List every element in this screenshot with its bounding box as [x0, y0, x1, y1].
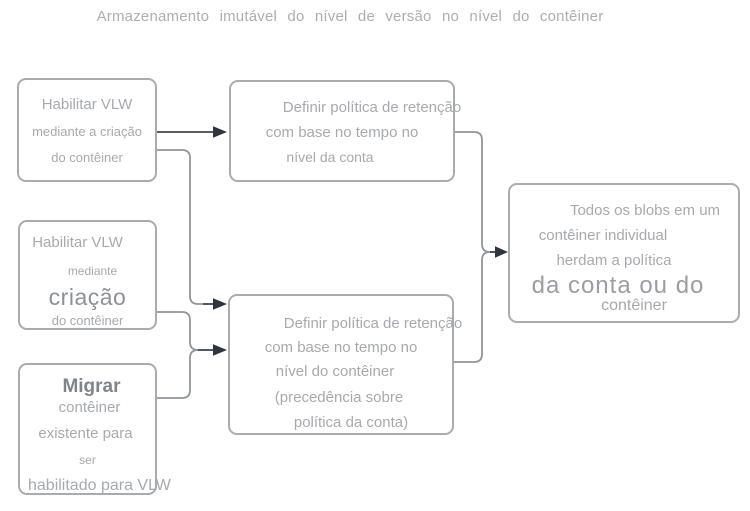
- box-line: criação: [48, 284, 127, 310]
- box-line: Habilitar VLW: [32, 234, 123, 251]
- box-container-level-retention-policy: Definir política de retenção com base no…: [228, 294, 462, 435]
- box-line: do contêiner: [51, 313, 124, 328]
- box-line: mediante a criação: [32, 124, 142, 139]
- connector-c-to-container-policy: [157, 349, 199, 399]
- box-line: existente para: [38, 425, 133, 442]
- box-line: nível da conta: [286, 149, 374, 165]
- box-line: do contêiner: [51, 150, 123, 165]
- box-line: Migrar: [62, 376, 121, 397]
- box-line: da conta ou do: [531, 272, 705, 299]
- box-line: (precedência sobre: [274, 389, 404, 406]
- box-migrate-existing-container: Migrar contêiner existente para ser habi…: [18, 363, 171, 495]
- box-line: contêiner: [601, 297, 667, 314]
- box-line: Todos os blobs em um: [569, 202, 721, 219]
- arrowhead-inherit: [495, 246, 508, 258]
- diagram-title: Armazenamento imutável do nível de versã…: [96, 8, 604, 25]
- connector-b-to-container-policy: [157, 311, 199, 351]
- box-account-level-retention-policy: Definir política de retenção com base no…: [229, 80, 461, 182]
- box-line: ser: [79, 453, 96, 467]
- box-line: mediante: [67, 264, 118, 278]
- connector-container-policy-to-inherit: [454, 251, 491, 363]
- box-line: política da conta): [293, 414, 409, 431]
- box-line: habilitado para VLW: [28, 477, 171, 494]
- arrowhead-container-policy-upper: [213, 298, 227, 310]
- box-line: contêiner individual: [538, 227, 668, 244]
- box-line: nível do contêiner: [275, 363, 395, 380]
- box-line: Definir política de retenção: [282, 99, 462, 116]
- connector-a-to-container-policy: [157, 149, 203, 305]
- arrowhead-account-policy: [213, 126, 227, 138]
- box-line: Habilitar VLW: [41, 96, 133, 113]
- box-line: com base no tempo no: [264, 339, 418, 356]
- box-line: Definir política de retenção: [283, 315, 463, 332]
- box-blobs-inherit-policy: Todos os blobs em um contêiner individua…: [508, 183, 740, 323]
- box-line: com base no tempo no: [265, 124, 419, 141]
- box-line: herdam a política: [556, 252, 672, 269]
- box-line: contêiner: [58, 399, 121, 416]
- arrowhead-container-policy-lower: [213, 344, 227, 356]
- box-enable-vlw-at-creation: Habilitar VLW mediante a criação do cont…: [17, 78, 157, 182]
- box-enable-vlw-via-creation: Habilitar VLW mediante criação do contêi…: [18, 220, 157, 330]
